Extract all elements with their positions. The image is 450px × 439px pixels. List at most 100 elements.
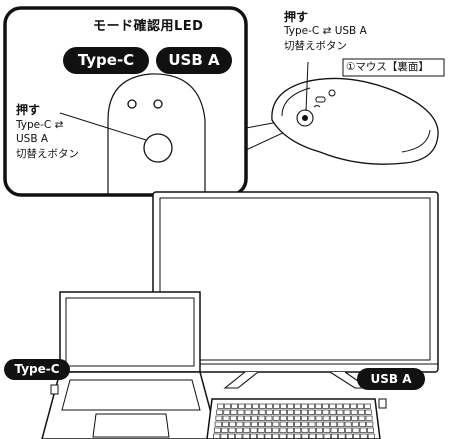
keyboard-key <box>235 427 243 433</box>
keyboard-key <box>257 427 265 433</box>
keyboard-key <box>280 403 287 409</box>
keyboard-pill-usba: USB A <box>357 368 425 390</box>
keyboard-key <box>258 421 265 427</box>
keyboard-key <box>322 415 330 421</box>
keyboard-key <box>286 427 294 433</box>
keyboard-key <box>251 409 259 415</box>
keyboard-key <box>237 415 244 421</box>
keyboard-key <box>315 421 323 427</box>
mouse-caption: ①マウス【裏面】 <box>346 61 429 73</box>
keyboard-key <box>322 403 329 409</box>
top-switch-line2: 切替えボタン <box>284 40 347 52</box>
keyboard-key <box>229 415 237 421</box>
keyboard-key <box>344 421 352 427</box>
keyboard-key <box>359 421 366 427</box>
keyboard-key <box>350 403 357 409</box>
keyboard-key <box>358 415 366 421</box>
keyboard-key <box>337 427 345 433</box>
keyboard-key <box>329 403 336 409</box>
keyboard-key <box>224 403 231 409</box>
keyboard-key <box>242 433 250 439</box>
keyboard-key <box>351 415 359 421</box>
keyboard-key <box>301 403 308 409</box>
keyboard-key <box>294 433 302 439</box>
keyboard-key <box>364 403 371 409</box>
keyboard-key <box>214 427 221 433</box>
led-typec <box>127 99 137 109</box>
keyboard-key <box>301 415 309 421</box>
keyboard-key <box>345 427 353 433</box>
top-switch-line1: Type-C ⇄ USB A <box>284 25 367 37</box>
keyboard-key <box>228 427 236 433</box>
keyboard-key <box>237 409 245 415</box>
keyboard-key <box>366 421 374 427</box>
inset-switch-line1: Type-C ⇄ <box>16 119 64 131</box>
keyboard-key <box>222 415 230 421</box>
keyboard-key <box>308 415 316 421</box>
keyboard-key <box>250 421 258 427</box>
keyboard-key <box>279 415 287 421</box>
keyboard-key <box>308 409 316 415</box>
keyboard-key <box>265 421 273 427</box>
keyboard-key <box>227 433 235 439</box>
inset-press-label: 押す <box>16 103 41 117</box>
mouse-leader <box>305 61 309 112</box>
inset-pill-usba: USB A <box>156 47 232 74</box>
inset-pill-typec: Type-C <box>63 47 149 74</box>
keyboard-key <box>258 409 266 415</box>
keyboard-key <box>344 415 351 421</box>
keyboard-key <box>258 415 266 421</box>
keyboard-key <box>359 427 367 433</box>
keyboard-key <box>330 421 338 427</box>
keyboard-key <box>272 427 280 433</box>
keyboard-key <box>236 421 244 427</box>
inset-switch-line2: USB A <box>16 133 49 145</box>
keyboard-key <box>322 409 330 415</box>
keyboard-key <box>315 409 323 415</box>
keyboard-key <box>357 409 365 415</box>
keyboard-key <box>215 415 223 421</box>
keyboard-key <box>223 409 231 415</box>
keyboard-key <box>351 421 359 427</box>
keyboard-key <box>308 433 316 439</box>
keyboard-key <box>329 409 337 415</box>
keyboard-key <box>316 427 323 433</box>
keyboard-key <box>336 409 344 415</box>
keyboard-key <box>287 403 294 409</box>
keyboard-key <box>259 403 266 409</box>
keyboard-key <box>316 433 324 439</box>
mouse-caption-frame <box>342 58 445 77</box>
keyboard-key <box>315 415 323 421</box>
keyboard-key <box>229 421 236 427</box>
led-title: モード確認用LED <box>93 19 204 34</box>
keyboard-key <box>343 403 350 409</box>
keyboard-key <box>287 415 294 421</box>
keyboard-key <box>294 409 301 415</box>
keyboard-key <box>330 427 338 433</box>
laptop <box>41 291 219 439</box>
keyboard-key <box>367 433 375 439</box>
keyboard-key <box>338 433 346 439</box>
keyboard-key <box>360 433 368 439</box>
keyboard-key <box>329 415 337 421</box>
keyboard-key <box>221 427 229 433</box>
keyboard-key <box>279 427 287 433</box>
inset-mouse-edge <box>107 73 206 195</box>
keyboard-key <box>273 403 280 409</box>
keyboard-key <box>213 433 221 439</box>
keyboard-key <box>245 403 252 409</box>
keyboard-key <box>272 409 280 415</box>
keyboard-key <box>279 433 287 439</box>
inset-frame <box>3 6 248 197</box>
keyboard-key <box>330 433 338 439</box>
keyboard-key <box>301 409 309 415</box>
keyboard-key <box>250 433 258 439</box>
keyboard-key <box>264 433 272 439</box>
monitor <box>152 191 439 389</box>
keyboard-key <box>336 403 343 409</box>
keyboard-key <box>345 433 353 439</box>
keyboard-key <box>343 409 351 415</box>
keyboard-key <box>286 433 294 439</box>
keyboard-key <box>266 403 273 409</box>
keyboard-key <box>279 421 287 427</box>
